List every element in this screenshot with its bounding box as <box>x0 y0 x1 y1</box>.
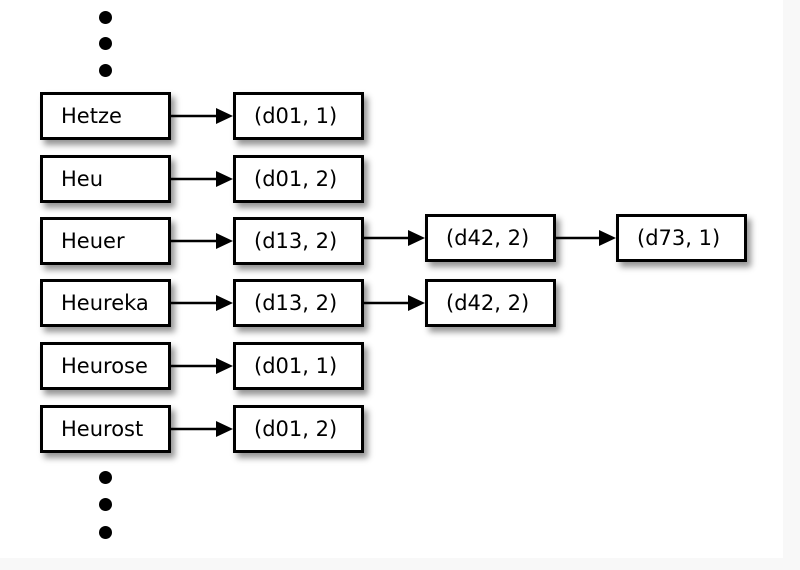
ellipsis-top-dot-3 <box>99 64 112 77</box>
edge-heurose-to-d01-1 <box>170 356 233 376</box>
node-label: Heu <box>61 166 104 191</box>
node-label: (d01, 2) <box>254 166 338 191</box>
node-label: (d73, 1) <box>637 225 721 250</box>
ellipsis-bottom-dot-2 <box>99 498 112 511</box>
ellipsis-bottom-dot-3 <box>99 526 112 539</box>
node-terms-4[interactable]: Heurose <box>40 342 171 390</box>
edge-heuer-to-d13-2 <box>170 231 233 251</box>
edge-heu-to-d01-2 <box>170 169 233 189</box>
node-terms-5[interactable]: Heurost <box>40 405 171 453</box>
node-label: (d01, 1) <box>254 353 338 378</box>
node-label: (d13, 2) <box>254 290 338 315</box>
ellipsis-top-dot-1 <box>99 11 112 24</box>
node-label: Heureka <box>61 290 149 315</box>
node-label: (d13, 2) <box>254 228 338 253</box>
edge-d13-2-to-d42-2-a <box>363 228 425 248</box>
node-label: (d42, 2) <box>446 290 530 315</box>
node-label: Heurost <box>61 416 144 441</box>
node-terms-3[interactable]: Heureka <box>40 279 171 327</box>
edge-heurost-to-d01-2 <box>170 419 233 439</box>
node-terms-0[interactable]: Hetze <box>40 92 171 140</box>
node-label: Heuer <box>61 228 125 253</box>
node-postings-1-0[interactable]: (d01, 1) <box>233 92 364 140</box>
node-label: Hetze <box>61 103 122 128</box>
node-postings-1-1[interactable]: (d01, 2) <box>233 155 364 203</box>
node-postings-1-3[interactable]: (d13, 2) <box>233 279 364 327</box>
edge-hetze-to-d01-1 <box>170 106 233 126</box>
node-label: Heurose <box>61 353 148 378</box>
node-label: (d01, 1) <box>254 103 338 128</box>
ellipsis-top-dot-2 <box>99 37 112 50</box>
node-postings-2-0[interactable]: (d42, 2) <box>425 214 556 262</box>
node-label: (d42, 2) <box>446 225 530 250</box>
ellipsis-bottom-dot-1 <box>99 471 112 484</box>
node-postings-3-0[interactable]: (d73, 1) <box>616 214 747 262</box>
node-terms-2[interactable]: Heuer <box>40 217 171 265</box>
node-postings-1-4[interactable]: (d01, 1) <box>233 342 364 390</box>
node-label: (d01, 2) <box>254 416 338 441</box>
node-postings-1-2[interactable]: (d13, 2) <box>233 217 364 265</box>
node-postings-2-1[interactable]: (d42, 2) <box>425 279 556 327</box>
node-terms-1[interactable]: Heu <box>40 155 171 203</box>
edge-d13-2-to-d42-2-b <box>363 293 425 313</box>
edge-heureka-to-d13-2 <box>170 293 233 313</box>
edge-d42-2-to-d73-1 <box>555 228 616 248</box>
node-postings-1-5[interactable]: (d01, 2) <box>233 405 364 453</box>
